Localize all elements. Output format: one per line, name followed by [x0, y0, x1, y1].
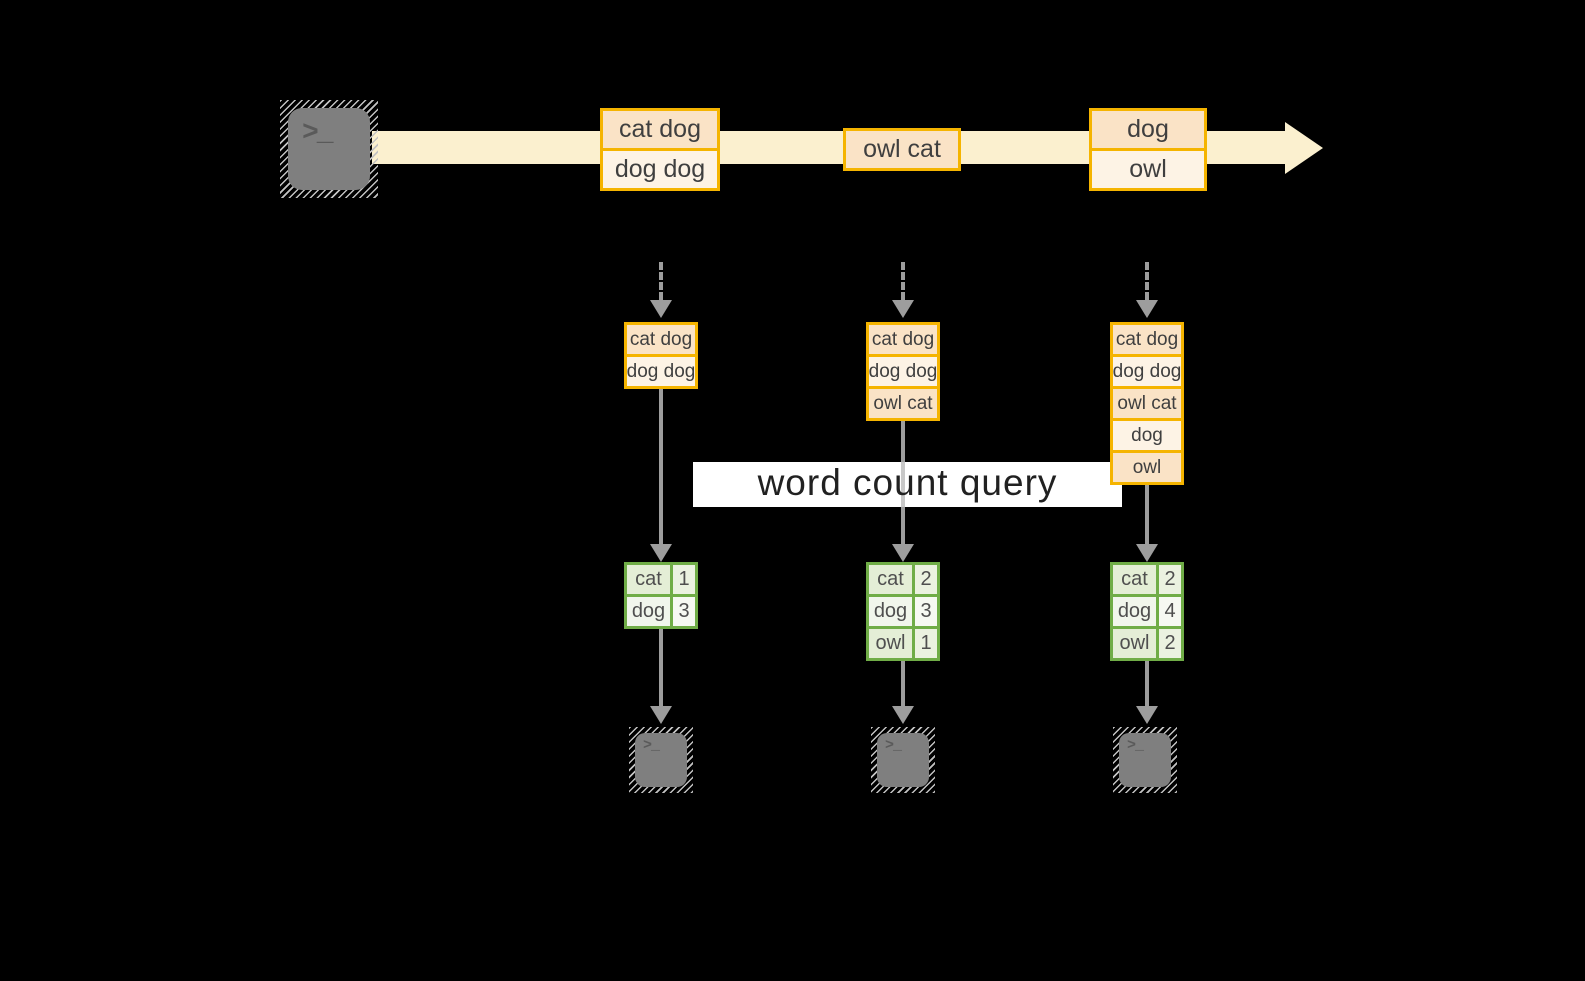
terminal-sink-body — [635, 733, 687, 787]
count-word: cat — [1113, 565, 1156, 594]
terminal-sink-icon: >_ — [629, 727, 693, 793]
record-line: owl — [1092, 148, 1204, 188]
record-line: cat dog — [1113, 325, 1181, 354]
count-word: dog — [1113, 597, 1156, 626]
count-word: dog — [627, 597, 670, 626]
count-value: 2 — [1159, 629, 1181, 658]
flow-line — [1145, 661, 1149, 706]
dashed-flow-line — [659, 262, 663, 300]
count-value: 1 — [915, 629, 937, 658]
stream-arrowhead-icon — [1285, 122, 1323, 174]
flow-arrowhead-icon — [1136, 544, 1158, 562]
record-line: dog dog — [603, 148, 717, 188]
flow-arrowhead-icon — [892, 706, 914, 724]
flow-line — [659, 629, 663, 706]
record-line: owl — [1113, 450, 1181, 482]
terminal-source-icon: >_ — [280, 100, 378, 198]
flow-line-over-label — [901, 462, 905, 507]
count-word: owl — [869, 629, 912, 658]
flow-line — [1145, 485, 1149, 546]
count-word: dog — [869, 597, 912, 626]
flow-arrowhead-icon — [892, 300, 914, 318]
count-word: owl — [1113, 629, 1156, 658]
terminal-sink-icon: >_ — [871, 727, 935, 793]
terminal-source-body — [288, 108, 370, 190]
record-line: owl cat — [846, 131, 958, 168]
count-value: 2 — [1159, 565, 1181, 594]
terminal-sink-body — [1119, 733, 1171, 787]
count-value: 4 — [1159, 597, 1181, 626]
dashed-flow-line — [901, 262, 905, 300]
record-line: owl cat — [1113, 386, 1181, 418]
record-line: cat dog — [869, 325, 937, 354]
terminal-prompt-icon: >_ — [885, 737, 902, 754]
flow-line — [901, 661, 905, 706]
record-line: cat dog — [627, 325, 695, 354]
count-value: 3 — [915, 597, 937, 626]
count-value: 1 — [673, 565, 695, 594]
terminal-prompt-icon: >_ — [643, 737, 660, 754]
count-value: 2 — [915, 565, 937, 594]
record-line: dog — [1092, 111, 1204, 148]
flow-arrowhead-icon — [892, 544, 914, 562]
record-line: owl cat — [869, 386, 937, 418]
flow-line — [659, 388, 663, 546]
count-word: cat — [869, 565, 912, 594]
terminal-prompt-icon: >_ — [1127, 737, 1144, 754]
record-line: dog — [1113, 418, 1181, 450]
record-line: dog dog — [869, 354, 937, 386]
query-label-background — [693, 462, 1122, 507]
flow-arrowhead-icon — [1136, 706, 1158, 724]
dashed-flow-line — [1145, 262, 1149, 300]
record-line: cat dog — [603, 111, 717, 148]
query-label: word count query — [757, 461, 1058, 503]
flow-arrowhead-icon — [650, 706, 672, 724]
count-value: 3 — [673, 597, 695, 626]
record-line: dog dog — [1113, 354, 1181, 386]
stream-record-box: owl cat — [843, 128, 961, 171]
terminal-sink-icon: >_ — [1113, 727, 1177, 793]
count-word: cat — [627, 565, 670, 594]
flow-arrowhead-icon — [650, 544, 672, 562]
record-line: dog dog — [627, 354, 695, 386]
terminal-sink-body — [877, 733, 929, 787]
flow-arrowhead-icon — [650, 300, 672, 318]
flow-arrowhead-icon — [1136, 300, 1158, 318]
terminal-prompt-icon: >_ — [302, 118, 334, 149]
